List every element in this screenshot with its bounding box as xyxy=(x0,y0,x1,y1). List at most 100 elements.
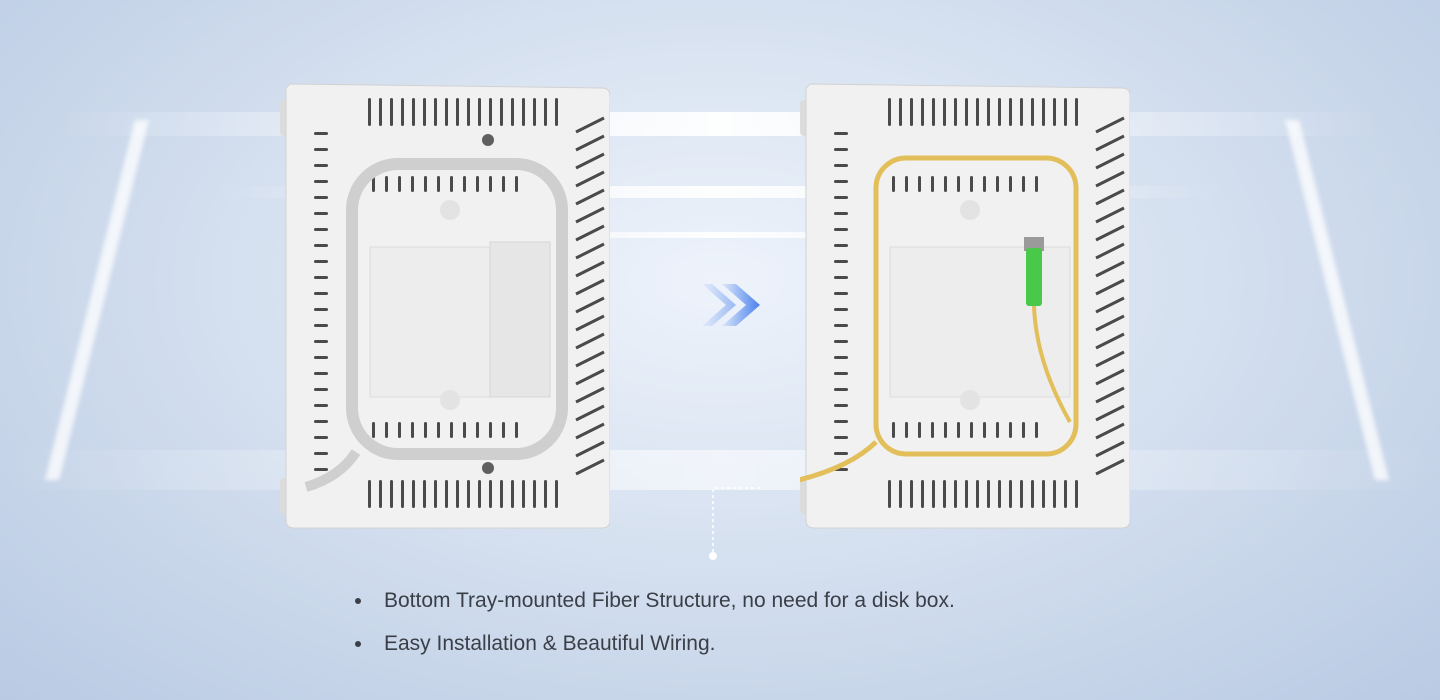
vent-slot xyxy=(424,422,427,438)
vent-slot xyxy=(1009,480,1012,508)
vent-slot xyxy=(943,480,946,508)
screw-hole-top xyxy=(482,134,494,146)
vent-slot xyxy=(834,356,848,359)
vent-slot xyxy=(910,480,913,508)
vent-slot-diagonal xyxy=(1095,350,1125,368)
feature-bullet: Easy Installation & Beautiful Wiring. xyxy=(352,629,955,672)
vent-slot xyxy=(385,176,388,192)
vent-slot xyxy=(467,98,470,126)
vent-slot xyxy=(834,244,848,247)
vent-slot xyxy=(379,98,382,126)
background-beam xyxy=(60,112,1380,136)
vent-slot xyxy=(314,276,328,279)
vent-slot-diagonal xyxy=(575,206,605,224)
vent-slot-diagonal xyxy=(575,224,605,242)
vent-slot xyxy=(998,480,1001,508)
ont-device-before xyxy=(280,83,610,529)
vent-slot xyxy=(424,176,427,192)
vent-slot xyxy=(834,388,848,391)
vent-slot xyxy=(834,196,848,199)
vent-slot xyxy=(918,176,921,192)
vent-slot xyxy=(834,260,848,263)
vent-slot xyxy=(957,176,960,192)
vent-slot-diagonal xyxy=(575,368,605,386)
vent-slot xyxy=(1009,422,1012,438)
vent-slot xyxy=(314,452,328,455)
vent-slot xyxy=(834,276,848,279)
vent-slot-diagonal xyxy=(575,404,605,422)
background-light-panel xyxy=(45,120,149,480)
vent-slot-diagonal xyxy=(1095,314,1125,332)
vent-slot xyxy=(1064,480,1067,508)
vent-slot xyxy=(905,176,908,192)
vent-slot xyxy=(1035,422,1038,438)
vent-slot xyxy=(834,228,848,231)
ont-device-after xyxy=(800,83,1130,529)
vent-slot xyxy=(314,324,328,327)
vent-slot xyxy=(314,260,328,263)
vent-slot-diagonal xyxy=(1095,404,1125,422)
vent-slot-diagonal xyxy=(1095,458,1125,476)
vent-slot xyxy=(918,422,921,438)
connector-holder xyxy=(489,241,551,398)
vent-slot xyxy=(970,176,973,192)
vent-slot xyxy=(314,388,328,391)
vent-slot-diagonal xyxy=(575,422,605,440)
vent-slot xyxy=(1075,98,1078,126)
sc-apc-connector-icon xyxy=(1024,237,1072,423)
background-beam xyxy=(400,232,1040,238)
fiber-entry-channel xyxy=(304,449,361,492)
vent-slot xyxy=(555,480,558,508)
vent-slot xyxy=(434,480,437,508)
center-plate xyxy=(889,246,1071,398)
vent-slot xyxy=(987,480,990,508)
vent-slot xyxy=(411,422,414,438)
vent-slot xyxy=(314,148,328,151)
vent-slot xyxy=(944,176,947,192)
vent-slot xyxy=(502,422,505,438)
vent-slot xyxy=(970,422,973,438)
vent-slot xyxy=(476,422,479,438)
vent-slot xyxy=(834,212,848,215)
vent-slot xyxy=(398,176,401,192)
vent-slot xyxy=(899,480,902,508)
vent-slot xyxy=(555,98,558,126)
vent-slot xyxy=(398,422,401,438)
vent-slot xyxy=(372,176,375,192)
vent-slot xyxy=(998,98,1001,126)
vent-slot xyxy=(411,176,414,192)
vent-slot xyxy=(314,468,328,471)
vent-slot xyxy=(463,176,466,192)
vent-slot xyxy=(834,180,848,183)
vent-slot xyxy=(1020,480,1023,508)
vent-slot-diagonal xyxy=(1095,422,1125,440)
vent-slot xyxy=(489,98,492,126)
vent-slot xyxy=(445,98,448,126)
vent-slot xyxy=(834,452,848,455)
vent-slot xyxy=(456,98,459,126)
vent-slot-diagonal xyxy=(575,116,605,134)
vent-slot-diagonal xyxy=(1095,134,1125,152)
vent-slot xyxy=(905,422,908,438)
vent-slot-diagonal xyxy=(1095,224,1125,242)
vent-slot xyxy=(834,324,848,327)
vent-slot-diagonal xyxy=(575,332,605,350)
vent-slots xyxy=(314,98,605,508)
vent-slot xyxy=(834,340,848,343)
vent-slot-diagonal xyxy=(575,386,605,404)
vent-slot xyxy=(899,98,902,126)
vent-slot-diagonal xyxy=(1095,368,1125,386)
vent-slot xyxy=(1042,480,1045,508)
vent-slot xyxy=(522,98,525,126)
vent-slot-diagonal xyxy=(1095,188,1125,206)
vent-slot xyxy=(500,480,503,508)
vent-slot xyxy=(931,422,934,438)
vent-slot xyxy=(314,212,328,215)
vent-slot xyxy=(515,422,518,438)
vent-slot-diagonal xyxy=(1095,296,1125,314)
vent-slot xyxy=(502,176,505,192)
vent-slot-diagonal xyxy=(575,278,605,296)
vent-slot xyxy=(1064,98,1067,126)
vent-slot xyxy=(489,480,492,508)
vent-slot xyxy=(1035,176,1038,192)
